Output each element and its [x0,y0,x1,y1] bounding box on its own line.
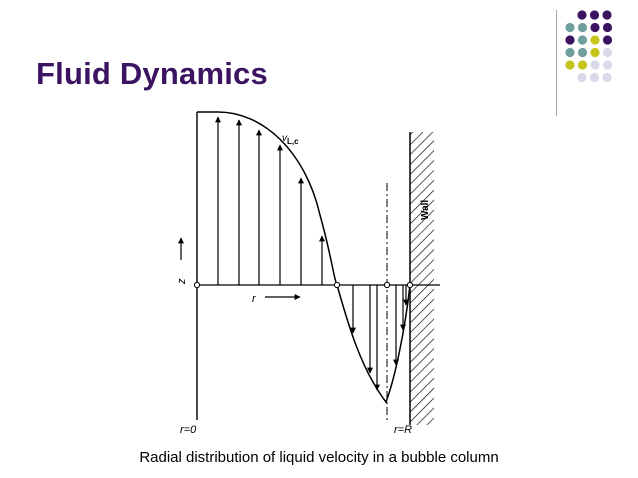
velocity-subscript: L,c [287,137,299,146]
decorative-dot [577,47,588,58]
zero-crossing-marker [333,281,341,289]
decorative-dot [602,35,613,45]
decorative-dot [565,47,575,58]
decorative-dot [565,35,575,45]
decorative-dot [565,60,575,70]
velocity-label: vL,c [282,133,299,146]
r-zero-label: r=0 [180,424,197,436]
velocity-profile-curve [197,111,411,404]
decorative-dot [602,10,612,20]
decorative-dot [577,22,588,33]
decorative-dot [577,35,588,45]
decorative-dot [590,35,600,45]
decorative-dot [590,22,600,33]
decorative-dot [602,22,613,33]
decorative-dot [577,10,587,20]
decorative-dot [589,10,600,20]
decorative-dot [590,60,600,70]
r-axis-label: r [252,293,257,305]
r-max-label: r=R [394,424,412,436]
origin-marker [193,281,201,289]
upward-velocity-arrows [215,116,325,285]
wall-hatch [410,132,434,425]
decorative-dot [577,72,587,83]
figure-caption: Radial distribution of liquid velocity i… [139,449,499,466]
header-divider [556,10,557,116]
axis-markers [193,281,414,289]
wall-marker [406,281,414,289]
decorative-dot [590,47,600,58]
velocity-symbol: v [282,133,288,144]
decorative-dot [602,60,613,70]
wall-label: Wall [420,200,431,220]
decorative-dot [602,47,613,58]
downward-velocity-arrows [350,285,409,391]
decorative-dot [589,72,600,83]
inversion-marker [383,281,391,289]
decorative-dot-grid [565,10,613,83]
slide-title: Fluid Dynamics [36,56,268,91]
decorative-dot [577,60,588,70]
decorative-dot [602,72,612,83]
decorative-dot [565,22,575,33]
z-axis-label: z [176,278,188,285]
